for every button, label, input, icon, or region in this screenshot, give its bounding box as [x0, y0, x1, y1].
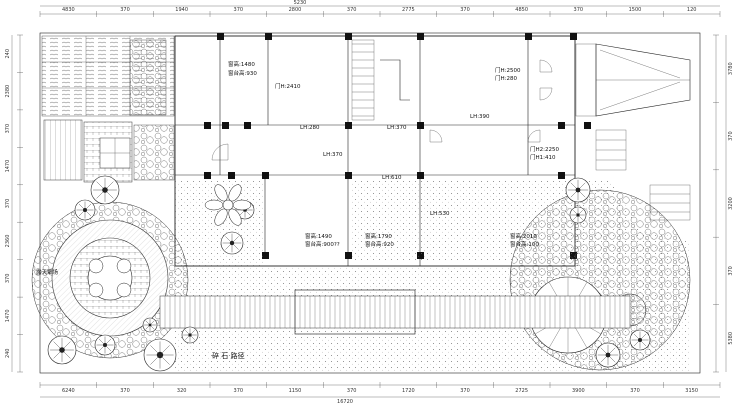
dim-text: 1470: [5, 309, 11, 322]
dim-text: 370: [5, 124, 11, 134]
dim-text: 3150: [685, 388, 698, 394]
tree-icon: [629, 329, 651, 351]
top-dimension-line: 5230: [39, 0, 721, 17]
pebble-strip-upper: [129, 39, 167, 116]
drawing-labels: 窗高:1480 窗台高:930 门H:2410 门H:2500 门H:280 L…: [36, 60, 559, 360]
trees: [47, 175, 651, 372]
dim-text: 370: [234, 388, 244, 394]
dim-text: 2380: [5, 85, 11, 98]
dim-text: 1940: [175, 7, 188, 13]
label-win-low-c: 窗高:2010: [510, 232, 537, 240]
bottom-dim-texts: 6240 370 320 370 1150 370 1720 370 2725 3900 370 31…: [62, 388, 698, 394]
label-beam-a: LH:280: [300, 125, 320, 131]
staircase: [351, 39, 410, 121]
tree-icon: [220, 231, 244, 255]
tree-icon: [143, 338, 177, 372]
bottom-dimension-line: 16720: [39, 382, 721, 405]
dim-text: 1150: [289, 388, 302, 394]
label-door-right-b: 门H:280: [495, 74, 517, 82]
dim-text: 240: [5, 349, 11, 359]
dim-text: 370: [5, 274, 11, 284]
dim-text: 3780: [728, 62, 734, 75]
left-dimension-line: [11, 34, 23, 373]
dim-text: 370: [574, 7, 584, 13]
label-beam-f: LH:530: [430, 211, 450, 217]
label-door-small-a: 门H2:2250: [530, 145, 559, 153]
label-sill-upper-left: 窗台高:930: [228, 69, 257, 77]
flower-bed-icon: [204, 184, 252, 226]
garden-path: [159, 289, 631, 335]
top-dim-texts: 4830 370 1940 370 2800 370 2775 370 4850 370 1500 1…: [62, 7, 696, 13]
dim-text: 370: [5, 199, 11, 209]
label-door-small-b: 门H1:410: [530, 153, 556, 161]
dim-text: 2360: [5, 235, 11, 248]
dim-text: 370: [347, 7, 357, 13]
dim-text: 370: [728, 131, 734, 141]
door-swings: [211, 59, 553, 161]
left-dim-texts: 240 2380 370 1470 370 2360 370 1470 240: [5, 49, 11, 358]
tree-icon: [74, 199, 96, 221]
structural-columns: [204, 33, 591, 259]
label-beam-e: LH:610: [382, 175, 402, 181]
dim-text: 370: [120, 388, 130, 394]
garage-ramp: [575, 43, 691, 117]
dim-text: 370: [460, 7, 470, 13]
wood-deck-left: [43, 119, 83, 181]
dim-text: 3200: [728, 197, 734, 210]
tree-icon: [94, 334, 116, 356]
tree-icon: [142, 317, 158, 333]
label-sill-low-a: 窗台高:900??: [305, 240, 340, 248]
dim-text: 2775: [402, 7, 415, 13]
dim-text: 1720: [402, 388, 415, 394]
label-win-low-a: 窗高:1490: [305, 232, 332, 240]
top-overall-dim: 5230: [294, 0, 307, 6]
pebble-strip-middle: [133, 124, 175, 181]
dim-text: 3900: [572, 388, 585, 394]
tree-icon: [181, 326, 199, 344]
dim-text: 4850: [515, 7, 528, 13]
label-win-low-b: 窗高:1790: [365, 232, 392, 240]
dim-text: 370: [630, 388, 640, 394]
label-garden: 露天聚场: [36, 268, 59, 276]
tree-icon: [569, 206, 587, 224]
round-patio-east: [509, 189, 691, 371]
dim-text: 4830: [62, 7, 75, 13]
label-door-upper: 门H:2410: [275, 82, 301, 90]
side-steps-right: [595, 129, 627, 171]
dim-text: 6240: [62, 388, 75, 394]
dim-text: 370: [728, 266, 734, 276]
dim-text: 2725: [515, 388, 528, 394]
site-boundary: [39, 32, 701, 374]
label-win-upper-left: 窗高:1480: [228, 60, 255, 68]
dim-text: 370: [120, 7, 130, 13]
right-dim-texts: 3780 370 3200 370 5380: [728, 62, 734, 344]
bottom-overall-dim: 16720: [337, 399, 353, 405]
dim-text: 1500: [629, 7, 642, 13]
label-beam-d: LH:370: [323, 152, 343, 158]
tree-icon: [595, 342, 621, 368]
tree-icon: [47, 335, 77, 365]
dim-text: 1470: [5, 160, 11, 173]
tree-icon: [90, 175, 120, 205]
label-beam-c: LH:390: [470, 114, 490, 120]
dim-text: 370: [234, 7, 244, 13]
label-beam-b: LH:370: [387, 125, 407, 131]
dim-text: 320: [177, 388, 187, 394]
label-sill-low-c: 窗台高:100: [510, 240, 539, 248]
dim-text: 370: [460, 388, 470, 394]
dim-text: 120: [687, 7, 697, 13]
right-dimension-line: [713, 34, 727, 373]
tree-icon: [565, 177, 591, 203]
dim-text: 370: [347, 388, 357, 394]
dim-text: 2800: [289, 7, 302, 13]
label-door-right-a: 门H:2500: [495, 66, 521, 74]
dim-text: 5380: [728, 332, 734, 345]
label-path: 碎 石 路径: [212, 351, 244, 360]
dim-text: 240: [5, 49, 11, 59]
label-sill-low-b: 窗台高:920: [365, 240, 394, 248]
round-patio-west: [31, 201, 189, 359]
